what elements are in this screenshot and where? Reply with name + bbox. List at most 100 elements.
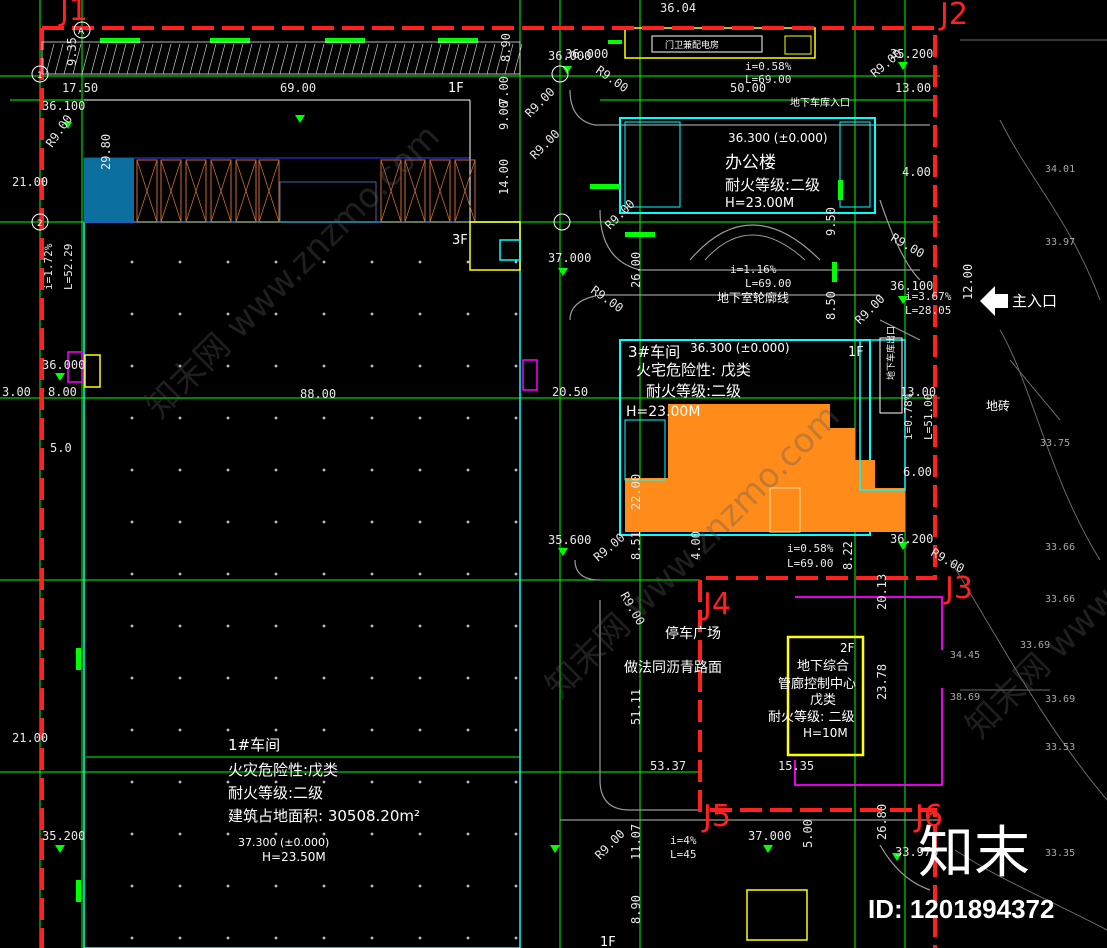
- column-dot: [514, 312, 518, 316]
- hatch-line: [450, 43, 460, 75]
- dimension-label: 50.00: [730, 81, 766, 95]
- office-building: [619, 117, 876, 261]
- column-dot: [514, 884, 518, 888]
- elevation-label: 36.04: [660, 1, 696, 15]
- spot-elevation: 33.69: [1045, 694, 1075, 705]
- column-dot: [130, 572, 134, 576]
- column-dot: [178, 468, 182, 472]
- column-dot: [226, 572, 230, 576]
- dimension-label: 51.11: [629, 689, 643, 725]
- garage-exit-label: 地下车库出口: [885, 326, 897, 380]
- column-dot: [370, 468, 374, 472]
- column-dot: [274, 780, 278, 784]
- axis-2: 2: [37, 219, 43, 229]
- rack-hatch: [258, 159, 280, 223]
- slope-label: L=69.00: [745, 277, 791, 290]
- column-dot: [466, 364, 470, 368]
- column-dot: [322, 260, 326, 264]
- dimension-label: 22.00: [629, 474, 643, 510]
- dimension-label: 53.37: [650, 759, 686, 773]
- hatch-line: [54, 43, 64, 75]
- plant3-name: 3#车间: [628, 343, 680, 361]
- column-dot: [466, 520, 470, 524]
- hatch-line: [99, 43, 109, 75]
- spot-elevation: 38.69: [950, 692, 980, 703]
- column-dot: [274, 572, 278, 576]
- hatch-line: [378, 43, 388, 75]
- column-dot: [226, 936, 230, 940]
- column-dot: [418, 624, 422, 628]
- corner-j6: J6: [913, 799, 943, 834]
- column-dot: [514, 260, 518, 264]
- hatch-line: [495, 43, 505, 75]
- rack-hatch: [380, 159, 402, 223]
- column-dot: [322, 312, 326, 316]
- column-dot: [514, 520, 518, 524]
- elevation-label: 36.200: [890, 532, 933, 546]
- hatch-line: [423, 43, 433, 75]
- column-dot: [226, 624, 230, 628]
- column-grid-dots: [130, 260, 518, 940]
- slope-label: i=0.58%: [787, 542, 834, 555]
- column-dot: [370, 780, 374, 784]
- column-dot: [274, 364, 278, 368]
- axis-1: 1: [37, 71, 43, 81]
- plant1-outline: [83, 99, 521, 948]
- column-dot: [178, 780, 182, 784]
- utility-fire: 耐火等级: 二级: [768, 709, 855, 725]
- dimension-label: 20.50: [552, 385, 588, 399]
- column-dot: [322, 468, 326, 472]
- column-dot: [322, 728, 326, 732]
- column-dot: [130, 416, 134, 420]
- column-dot: [418, 468, 422, 472]
- column-dot: [130, 312, 134, 316]
- dimension-label: 8.50: [824, 291, 838, 320]
- column-dot: [514, 624, 518, 628]
- column-dot: [370, 260, 374, 264]
- dimension-label: 20.13: [875, 574, 889, 610]
- column-dot: [130, 676, 134, 680]
- hatch-line: [297, 43, 307, 75]
- garage-entry-label: 地下车库入口: [790, 96, 850, 109]
- rack: [380, 159, 402, 223]
- column-dot: [178, 884, 182, 888]
- hatch-line: [441, 43, 451, 75]
- column-dot: [226, 312, 230, 316]
- hatch-line: [279, 43, 289, 75]
- hatch-line: [126, 43, 136, 75]
- spot-elevation: 33.66: [1045, 542, 1075, 553]
- dimension-label: 21.00: [12, 731, 48, 745]
- column-dot: [418, 728, 422, 732]
- dimension-label: 36.100: [42, 99, 85, 113]
- green-bars: [76, 38, 843, 902]
- column-dot: [466, 312, 470, 316]
- plant3-elev: 36.300 (±0.000): [690, 341, 790, 355]
- hatch-line: [459, 43, 469, 75]
- slope-label: L=52.29: [62, 244, 75, 290]
- hatch-line: [153, 43, 163, 75]
- dimension-label: 4.00: [689, 531, 703, 560]
- column-dot: [226, 884, 230, 888]
- column-dot: [226, 468, 230, 472]
- corner-j1: J1: [58, 0, 88, 28]
- terrain-lines: [949, 39, 1107, 931]
- column-dot: [322, 364, 326, 368]
- hatch-line: [189, 43, 199, 75]
- column-dot: [130, 780, 134, 784]
- column-dot: [466, 676, 470, 680]
- column-dot: [274, 728, 278, 732]
- office-elev: 36.300 (±0.000): [728, 131, 828, 145]
- basement-outline-label: 地下室轮廓线: [717, 290, 789, 305]
- hatch-line: [369, 43, 379, 75]
- office-name: 办公楼: [725, 153, 776, 173]
- column-dot: [226, 364, 230, 368]
- column-dot: [466, 728, 470, 732]
- rack-hatch: [185, 159, 207, 223]
- plant1-name: 1#车间: [228, 736, 280, 754]
- column-dot: [370, 676, 374, 680]
- column-dot: [418, 416, 422, 420]
- spot-elevation: 33.97: [1045, 237, 1075, 248]
- slope-label: i=0.78%: [902, 393, 915, 440]
- office-fire: 耐火等级:二级: [725, 176, 820, 194]
- column-dot: [226, 780, 230, 784]
